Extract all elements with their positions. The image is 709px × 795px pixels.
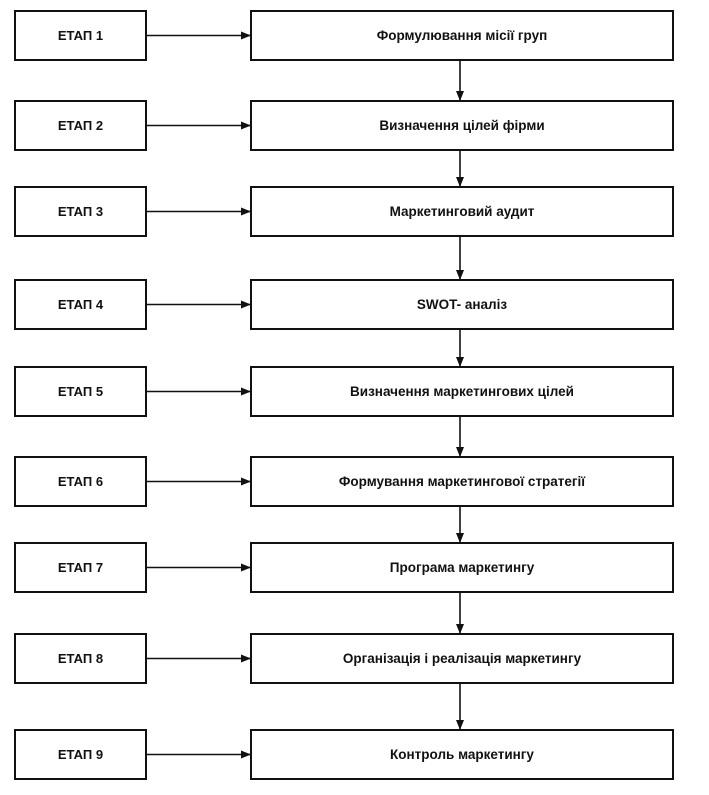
stage-label-7: ЕТАП 7 [57,560,104,575]
stage-box-4: ЕТАП 4 [14,279,147,330]
stage-box-3: ЕТАП 3 [14,186,147,237]
stage-label-4: ЕТАП 4 [57,297,104,312]
stage-box-8: ЕТАП 8 [14,633,147,684]
stage-label-3: ЕТАП 3 [57,204,104,219]
step-box-8: Організація і реалізація маркетингу [250,633,674,684]
step-label-2: Визначення цілей фірми [379,118,545,133]
step-box-4: SWOT- аналіз [250,279,674,330]
stage-box-5: ЕТАП 5 [14,366,147,417]
step-label-9: Контроль маркетингу [390,747,534,762]
stage-label-1: ЕТАП 1 [57,28,104,43]
step-label-5: Визначення маркетингових цілей [350,384,574,399]
stage-label-8: ЕТАП 8 [57,651,104,666]
step-box-7: Програма маркетингу [250,542,674,593]
step-label-8: Організація і реалізація маркетингу [342,651,582,666]
stage-label-6: ЕТАП 6 [57,474,104,489]
stage-box-6: ЕТАП 6 [14,456,147,507]
step-box-2: Визначення цілей фірми [250,100,674,151]
stage-box-7: ЕТАП 7 [14,542,147,593]
step-label-3: Маркетинговий аудит [389,204,535,219]
step-box-5: Визначення маркетингових цілей [250,366,674,417]
stage-label-2: ЕТАП 2 [57,118,104,133]
stage-box-9: ЕТАП 9 [14,729,147,780]
step-label-1: Формулювання місії груп [376,28,548,43]
stage-label-9: ЕТАП 9 [57,747,104,762]
step-box-1: Формулювання місії груп [250,10,674,61]
step-box-3: Маркетинговий аудит [250,186,674,237]
stage-box-2: ЕТАП 2 [14,100,147,151]
stage-label-5: ЕТАП 5 [57,384,104,399]
stage-box-1: ЕТАП 1 [14,10,147,61]
step-label-4: SWOT- аналіз [416,297,508,312]
step-box-6: Формування маркетингової стратегії [250,456,674,507]
step-label-7: Програма маркетингу [389,560,535,575]
step-box-9: Контроль маркетингу [250,729,674,780]
step-label-6: Формування маркетингової стратегії [338,474,586,489]
